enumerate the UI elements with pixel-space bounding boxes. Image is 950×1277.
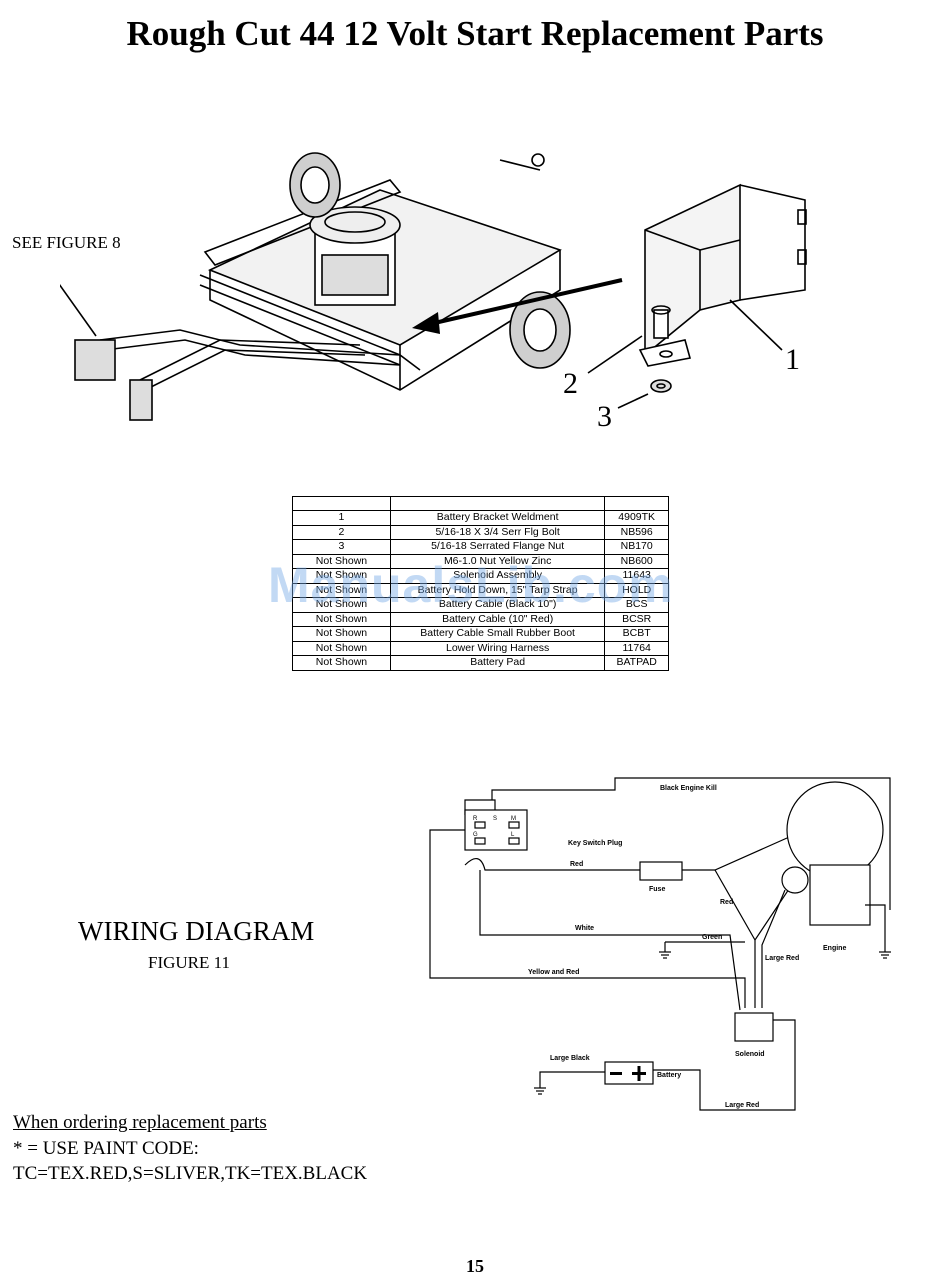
label-large-red-1: Large Red (765, 955, 799, 962)
item-cell: 2 (292, 524, 391, 540)
part-number-cell: BCSR (604, 611, 669, 627)
description-cell: 5/16-18 X 3/4 Serr Flg Bolt (389, 524, 606, 540)
label-green: Green (702, 934, 722, 941)
description-cell: 5/16-18 Serrated Flange Nut (389, 539, 606, 555)
item-cell: Not Shown (292, 597, 391, 613)
label-large-red-2: Large Red (725, 1102, 759, 1109)
switch-terminal-m: M (511, 816, 516, 822)
callout-1: 1 (785, 343, 800, 376)
label-white: White (575, 925, 594, 932)
wiring-diagram-title: WIRING DIAGRAM (78, 916, 315, 946)
label-red-1: Red (570, 861, 583, 868)
table-header-row (292, 496, 669, 511)
part-number-cell: HOLD (604, 582, 669, 598)
wiring-diagram: Black Engine Kill Key Switch Plug Red Fu… (429, 777, 891, 1111)
item-cell: Not Shown (292, 655, 391, 671)
item-cell: 1 (292, 510, 391, 526)
part-number-cell: 11643 (604, 568, 669, 584)
ordering-note-heading: When ordering replacement parts (13, 1112, 267, 1133)
part-number-cell: BCS (604, 597, 669, 613)
description-cell: Battery Cable (10" Red) (389, 611, 606, 627)
label-solenoid: Solenoid (735, 1051, 765, 1058)
label-engine: Engine (823, 945, 846, 952)
part-number-cell: NB596 (604, 524, 669, 540)
item-cell: 3 (292, 539, 391, 555)
battery-bracket-illustration (587, 183, 807, 409)
item-cell: Not Shown (292, 611, 391, 627)
item-cell: Not Shown (292, 582, 391, 598)
part-number-cell: NB600 (604, 553, 669, 569)
label-yellow-and-red: Yellow and Red (528, 969, 579, 976)
description-cell: Battery Pad (389, 655, 606, 671)
part-number-cell: 4909TK (604, 510, 669, 526)
label-engine-kill: Black Engine Kill (660, 785, 717, 792)
see-figure-label: SEE FIGURE 8 (12, 233, 121, 252)
label-red-2: Red (720, 899, 733, 906)
item-cell: Not Shown (292, 568, 391, 584)
callout-3: 3 (597, 400, 612, 433)
callout-2: 2 (563, 367, 578, 400)
part-number-cell: NB170 (604, 539, 669, 555)
paint-code-note: * = USE PAINT CODE: (13, 1138, 199, 1159)
description-cell: Battery Hold Down, 15" Tarp Strap (389, 582, 606, 598)
label-large-black: Large Black (550, 1055, 590, 1062)
description-cell: M6-1.0 Nut Yellow Zinc (389, 553, 606, 569)
description-cell: Battery Cable Small Rubber Boot (389, 626, 606, 642)
part-number-cell: BATPAD (604, 655, 669, 671)
description-cell: Lower Wiring Harness (389, 640, 606, 656)
switch-terminal-l: L (511, 832, 515, 838)
page-title: Rough Cut 44 12 Volt Start Replacement P… (126, 14, 824, 53)
label-key-switch-plug: Key Switch Plug (568, 840, 622, 847)
mower-illustration (60, 152, 623, 421)
header-cell (604, 496, 669, 511)
item-cell: Not Shown (292, 640, 391, 656)
switch-terminal-g: G (473, 832, 478, 838)
wiring-diagram-figure-number: FIGURE 11 (148, 953, 231, 972)
switch-terminal-r: R (473, 816, 478, 822)
label-fuse: Fuse (649, 886, 665, 893)
header-cell (389, 496, 606, 511)
description-cell: Solenoid Assembly (389, 568, 606, 584)
page-number: 15 (466, 1256, 484, 1276)
description-cell: Battery Bracket Weldment (389, 510, 606, 526)
item-cell: Not Shown (292, 553, 391, 569)
paint-code-values: TC=TEX.RED,S=SLIVER,TK=TEX.BLACK (13, 1163, 368, 1184)
header-cell (292, 496, 391, 511)
item-cell: Not Shown (292, 626, 391, 642)
switch-terminal-s: S (493, 816, 497, 822)
part-number-cell: BCBT (604, 626, 669, 642)
part-number-cell: 11764 (604, 640, 669, 656)
label-battery: Battery (657, 1072, 681, 1079)
description-cell: Battery Cable (Black 10") (389, 597, 606, 613)
